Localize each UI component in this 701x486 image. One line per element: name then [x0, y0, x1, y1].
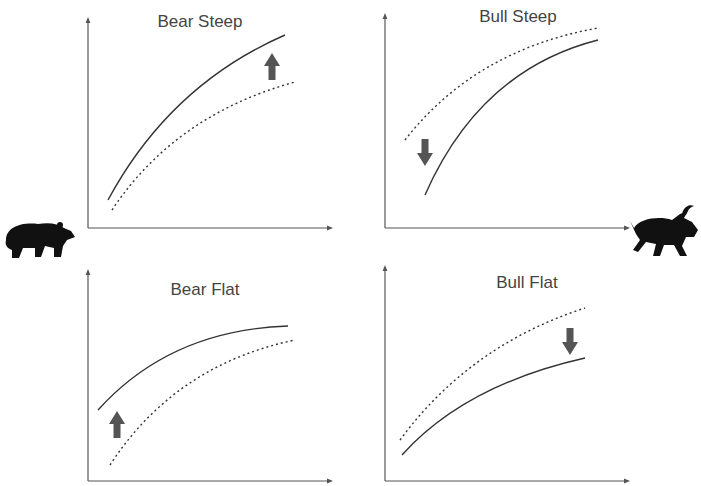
axes — [88, 16, 627, 481]
prior-curve — [112, 82, 295, 210]
prior-curve — [110, 340, 295, 465]
yield-curve — [98, 326, 288, 410]
prior-curve — [400, 308, 585, 440]
curves — [98, 28, 598, 465]
x-axis — [88, 480, 330, 481]
bull-silhouette — [630, 211, 698, 256]
x-axis — [88, 227, 330, 228]
up-arrow — [109, 411, 125, 438]
y-axis — [87, 20, 88, 228]
chart-title: Bull Steep — [476, 7, 560, 27]
bear-ear — [57, 222, 63, 228]
bull-icon — [630, 205, 698, 256]
shift-arrows — [109, 53, 578, 438]
chart-title: Bear Steep — [154, 12, 245, 32]
yield-curve — [108, 35, 285, 200]
x-axis — [385, 480, 627, 481]
y-axis — [87, 272, 88, 481]
down-arrow — [562, 328, 578, 355]
up-arrow — [264, 53, 280, 80]
chart-title: Bear Flat — [168, 280, 243, 300]
yield-curve — [425, 40, 598, 195]
bear-icon — [6, 222, 75, 258]
yield-curve — [402, 358, 585, 455]
y-axis — [384, 268, 385, 481]
bear-silhouette — [6, 223, 75, 258]
x-axis — [385, 227, 627, 228]
y-axis — [384, 16, 385, 228]
bull-horn — [682, 205, 694, 215]
prior-curve — [405, 28, 598, 140]
down-arrow — [417, 139, 433, 166]
chart-title: Bull Flat — [493, 273, 560, 293]
